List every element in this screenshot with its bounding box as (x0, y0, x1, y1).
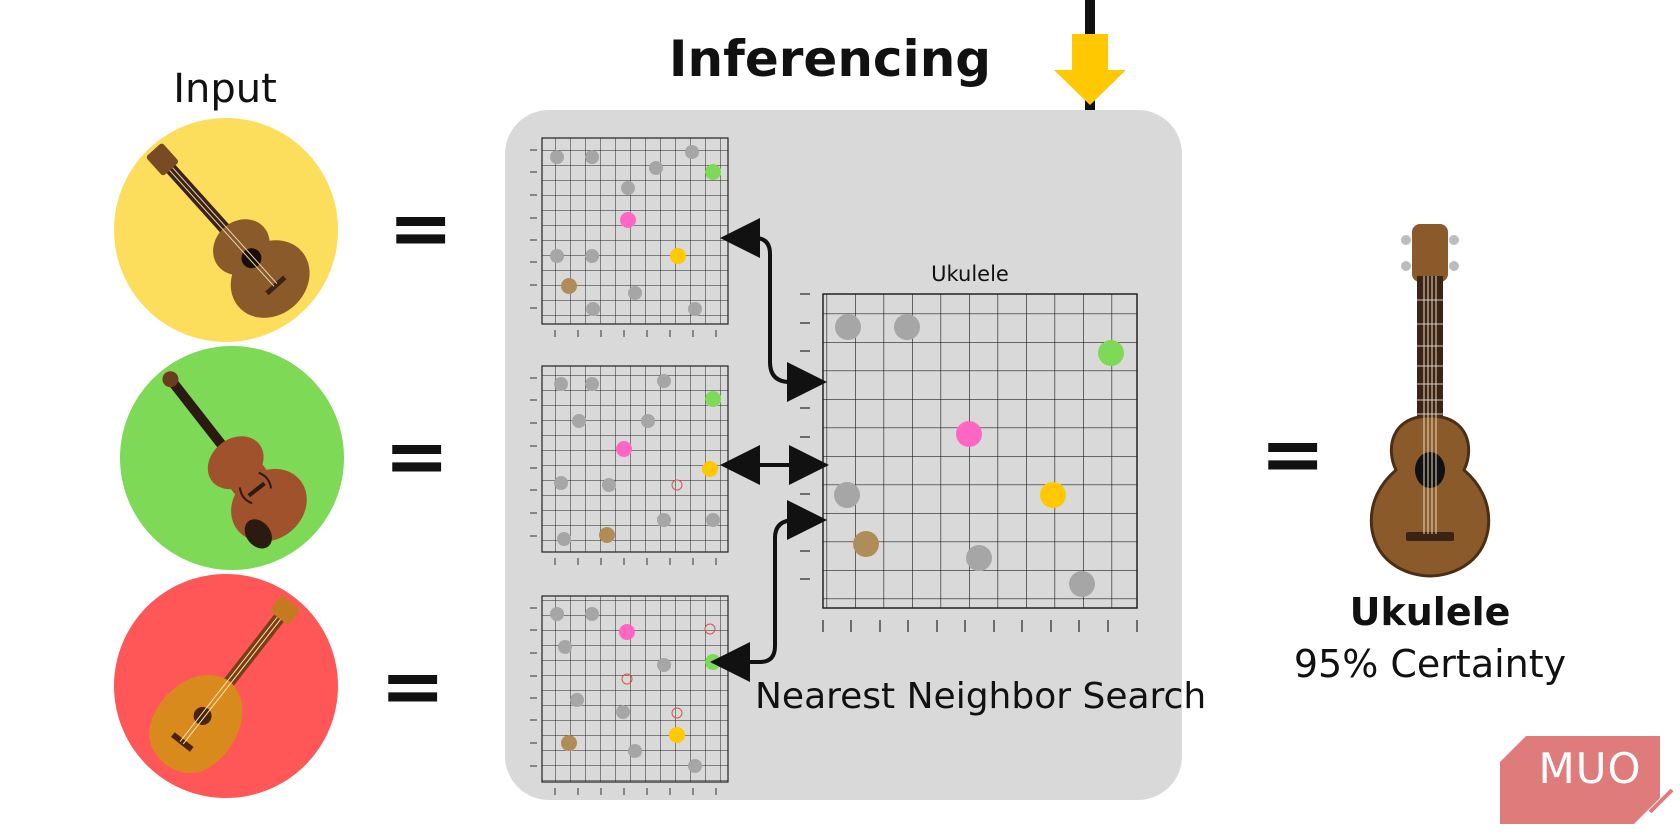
grid-1-points (550, 145, 721, 316)
input-circle-violin (120, 346, 344, 570)
diagram-title: Inferencing (668, 30, 992, 88)
muo-logo-icon (1500, 736, 1674, 824)
connector-arrow-1 (720, 218, 827, 402)
equals-sign: = (384, 412, 450, 502)
equals-sign: = (388, 184, 454, 274)
nearest-neighbor-label: Nearest Neighbor Search (755, 676, 1207, 717)
connector-arrow-3 (710, 500, 827, 682)
mandolin-icon (149, 596, 300, 774)
equals-sign: = (1260, 410, 1326, 500)
embedding-grid-violin (530, 365, 729, 565)
ukulele-icon (146, 143, 310, 318)
ukulele-icon (1369, 224, 1491, 578)
grid-2-points (554, 374, 721, 546)
equals-sign: = (380, 642, 446, 732)
input-label: Input (173, 66, 277, 112)
incoming-arrow-icon (1054, 0, 1126, 112)
violin-icon (162, 371, 307, 549)
reference-grid-title: Ukulele (931, 262, 1009, 286)
muo-logo-text: MUO (1538, 744, 1642, 793)
result-label: Ukulele (1349, 590, 1511, 634)
result-certainty: 95% Certainty (1293, 642, 1567, 686)
grid-3-points (550, 607, 721, 773)
reference-grid-points (834, 314, 1124, 597)
input-circle-mandolin (114, 574, 338, 798)
input-circle-ukulele (114, 118, 338, 342)
